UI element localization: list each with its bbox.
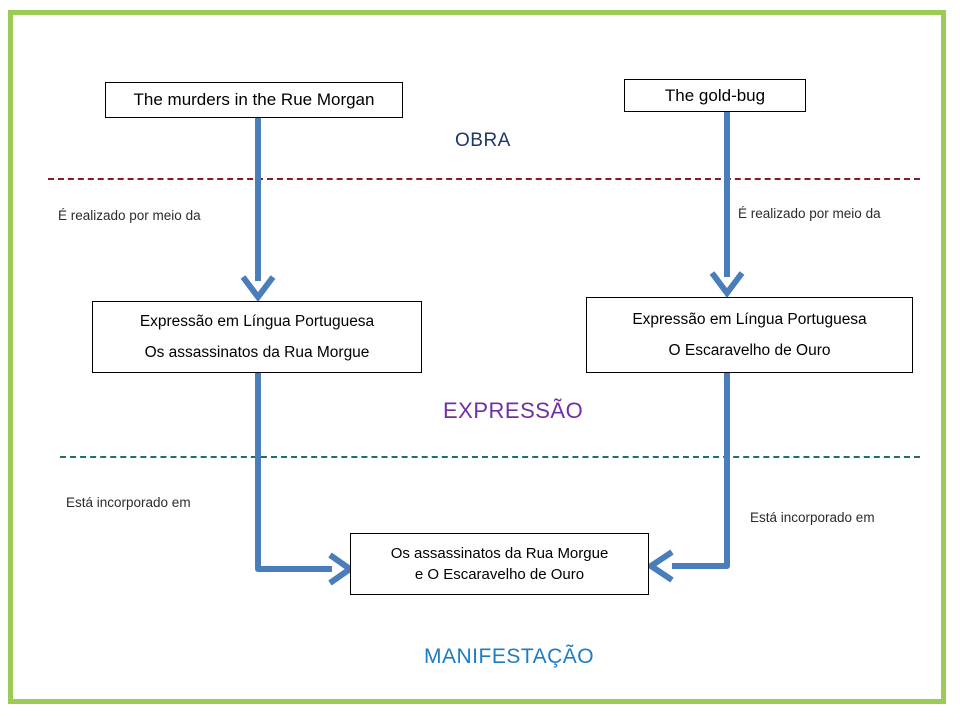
tier-label-obra: OBRA <box>455 130 511 151</box>
relation-label-left-incorporado: Está incorporado em <box>66 495 191 510</box>
relation-label-left-realizado: É realizado por meio da <box>58 208 201 223</box>
node-expression-portuguesa-escaravelho-line-1: Expressão em Língua Portuguesa <box>632 310 867 328</box>
outer-frame-border <box>8 10 946 704</box>
node-expression-portuguesa-morgue-line-2: Os assassinatos da Rua Morgue <box>144 343 370 361</box>
tier-label-expressao: EXPRESSÃO <box>443 398 584 423</box>
separator-obra-expressao <box>48 178 920 180</box>
separator-expressao-manifestacao <box>60 456 920 458</box>
node-work-gold-bug[interactable]: The gold-bug <box>624 79 806 112</box>
node-manifestation-combined[interactable]: Os assassinatos da Rua Morgue e O Escara… <box>350 533 649 595</box>
relation-label-right-realizado: É realizado por meio da <box>738 206 881 221</box>
node-manifestation-combined-line-1: Os assassinatos da Rua Morgue <box>390 545 609 562</box>
node-expression-portuguesa-escaravelho[interactable]: Expressão em Língua Portuguesa O Escarav… <box>586 297 913 373</box>
node-work-murders-rue-morgan[interactable]: The murders in the Rue Morgan <box>105 82 403 118</box>
node-expression-portuguesa-morgue-line-1: Expressão em Língua Portuguesa <box>139 312 375 330</box>
node-expression-portuguesa-escaravelho-line-2: O Escaravelho de Ouro <box>668 341 831 359</box>
relation-label-right-incorporado: Está incorporado em <box>750 510 875 525</box>
node-work-murders-rue-morgan-line-1: The murders in the Rue Morgan <box>133 90 375 109</box>
node-manifestation-combined-line-2: e O Escaravelho de Ouro <box>414 566 585 583</box>
node-expression-portuguesa-morgue[interactable]: Expressão em Língua Portuguesa Os assass… <box>92 301 422 373</box>
node-work-gold-bug-line-1: The gold-bug <box>664 85 766 105</box>
tier-label-manifestacao: MANIFESTAÇÃO <box>424 645 595 668</box>
